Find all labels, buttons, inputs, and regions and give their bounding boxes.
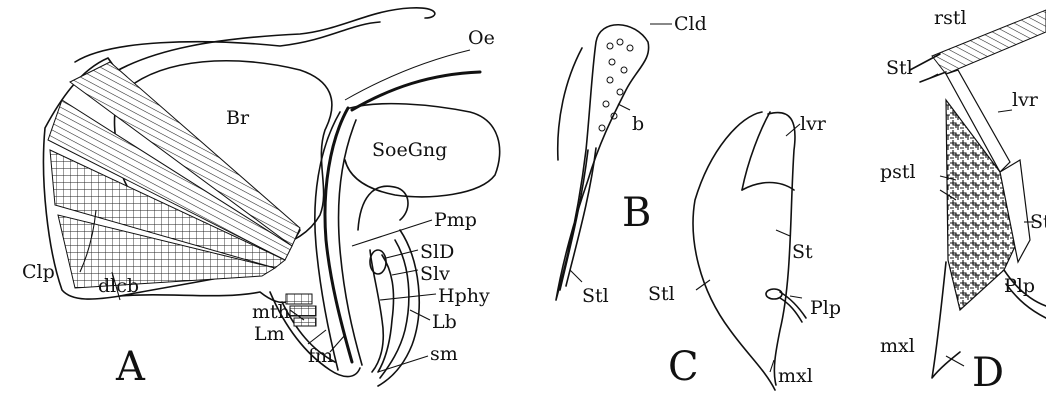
panel-a: Oe Br SoeGng Pmp SlD Slv Hphy Lb sm fm L… [22, 8, 500, 390]
panel-b: Cld b Stl B [556, 13, 707, 307]
label-stl-c: Stl [648, 283, 675, 305]
label-stl-d: Stl [886, 57, 913, 79]
panel-letter-d: D [972, 350, 1004, 396]
label-lvr-d: lvr [1012, 89, 1039, 111]
label-pstl: pstl [880, 161, 916, 183]
label-mxl-c: mxl [778, 365, 813, 387]
label-dlcb: dlcb [98, 275, 139, 297]
lever-outline [742, 112, 770, 190]
label-b: b [632, 113, 644, 135]
label-lm: Lm [254, 323, 285, 345]
label-cld: Cld [674, 13, 707, 35]
maxilla-inner [768, 113, 795, 386]
label-slv: Slv [420, 263, 450, 285]
label-oe: Oe [468, 27, 495, 49]
label-soegng: SoeGng [372, 139, 447, 161]
stylet-line-1 [910, 54, 940, 70]
label-pmp: Pmp [434, 209, 477, 231]
label-sm: sm [430, 343, 458, 365]
label-sld: SlD [420, 241, 454, 263]
label-mxl-d: mxl [880, 335, 915, 357]
maxilla-outline [693, 112, 775, 390]
label-br: Br [226, 107, 250, 129]
label-st-c: St [792, 241, 813, 263]
label-lvr-c: lvr [800, 113, 827, 135]
panel-d: rstl Stl lvr pstl St Plp mxl D [880, 7, 1046, 396]
panel-letter-a: A [115, 344, 146, 390]
stipes-outline [742, 183, 794, 191]
panel-letter-b: B [622, 190, 651, 236]
mouth-hooks-3 [294, 318, 316, 326]
label-mth: mth [252, 301, 290, 323]
mouth-hooks-2 [290, 306, 316, 316]
panel-letter-c: C [668, 344, 699, 390]
gland-outline [556, 25, 649, 300]
label-hphy: Hphy [438, 285, 490, 307]
label-plp-d: Plp [1004, 275, 1035, 297]
mouth-hooks-1 [286, 294, 312, 304]
label-stl-b: Stl [582, 285, 609, 307]
label-rstl: rstl [934, 7, 967, 29]
label-fm: fm [308, 345, 333, 367]
label-lb: Lb [432, 311, 457, 333]
outer-contour-inner [75, 22, 380, 62]
label-plp-c: Plp [810, 297, 841, 319]
label-st-d: St [1030, 211, 1046, 233]
panel-c: lvr St Stl Plp mxl C [648, 112, 841, 390]
outer-contour-b [558, 48, 582, 160]
label-clp: Clp [22, 261, 55, 283]
